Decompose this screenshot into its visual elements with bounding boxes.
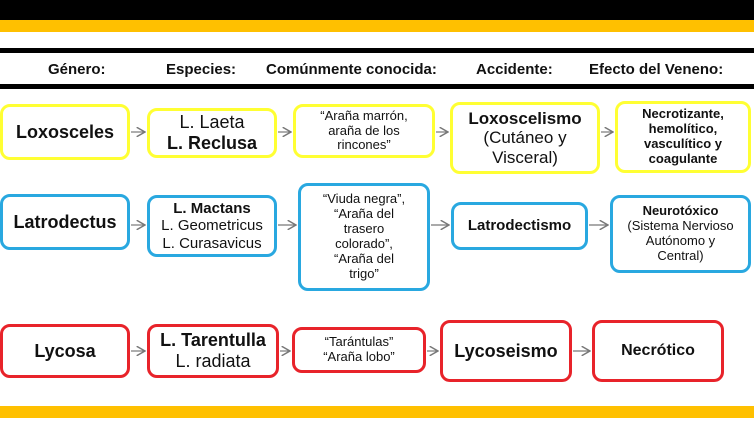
effect-line: coagulante [648,150,718,166]
top-yellow-band [0,20,754,32]
species-item: L. Laeta [179,112,245,133]
bottom-yellow-band [0,406,754,418]
common-line: trasero [343,221,385,237]
common-line: “Viuda negra”, [322,191,406,207]
effect-box-lycosa: Necrótico [592,320,724,382]
genus-box-loxosceles: Loxosceles [0,104,130,160]
header-accidente: Accidente: [476,61,553,78]
header-comun: Comúnmente conocida: [266,61,437,78]
common-line: “Tarántulas” [324,334,394,350]
effect-line: Autónomo y [645,233,716,248]
species-item: L. Geometricus [161,217,263,235]
species-item: L. Mactans [173,200,251,218]
effect-line: Necrotizante, [642,106,724,122]
accident-box-lycosa: Lycoseismo [440,320,572,382]
header-bottom-rule [0,84,754,89]
accident-line: Loxoscelismo [468,108,582,128]
effect-line: hemolítico, [648,121,718,137]
common-box-lycosa: “Tarántulas” “Araña lobo” [292,327,426,373]
header-efecto: Efecto del Veneno: [589,61,724,78]
genus-label: Latrodectus [13,211,117,232]
effect-line: (Sistema Nervioso [627,218,734,234]
accident-line: (Cutáneo y [483,128,567,148]
effect-box-loxosceles: Necrotizante, hemolítico, vasculítico y … [615,101,751,173]
common-line: rincones” [337,137,391,153]
effect-box-latrodectus: Neurotóxico (Sistema Nervioso Autónomo y… [610,195,751,273]
species-box-latrodectus: L. Mactans L. Geometricus L. Curasavicus [147,195,277,257]
species-box-lycosa: L. Tarentulla L. radiata [147,324,279,378]
species-item: L. Tarentulla [160,330,266,351]
column-headers: Género: Especies: Comúnmente conocida: A… [0,61,754,81]
effect-line: Neurotóxico [642,203,719,219]
common-line: “Araña lobo” [323,349,395,364]
header-genero: Género: [48,61,106,78]
common-box-loxosceles: “Araña marrón, araña de los rincones” [293,104,435,158]
common-line: trigo” [349,265,379,281]
common-line: araña de los [328,122,400,138]
genus-label: Lycosa [34,340,96,361]
genus-label: Loxosceles [15,121,115,142]
common-box-latrodectus: “Viuda negra”, “Araña del trasero colora… [298,183,430,291]
species-item: L. radiata [175,351,251,371]
species-item: L. Reclusa [166,133,258,153]
header-especies: Especies: [166,61,237,78]
genus-box-lycosa: Lycosa [0,324,130,378]
header-top-rule [0,48,754,53]
common-line: colorado”, [335,236,393,251]
effect-line: Necrótico [621,341,695,359]
species-box-loxosceles: L. Laeta L. Reclusa [147,108,277,158]
common-line: “Araña del [334,206,394,222]
genus-box-latrodectus: Latrodectus [0,194,130,250]
accident-line: Visceral) [492,147,558,167]
common-line: “Araña del [334,250,394,266]
accident-line: Lycoseismo [454,340,558,361]
effect-line: vasculítico y [643,136,723,151]
species-item: L. Curasavicus [162,234,262,252]
top-black-band [0,0,754,20]
accident-box-latrodectus: Latrodectismo [451,202,588,250]
effect-line: Central) [657,247,704,263]
common-line: “Araña marrón, [320,107,408,123]
accident-box-loxosceles: Loxoscelismo (Cutáneo y Visceral) [450,102,600,174]
accident-line: Latrodectismo [467,217,572,235]
